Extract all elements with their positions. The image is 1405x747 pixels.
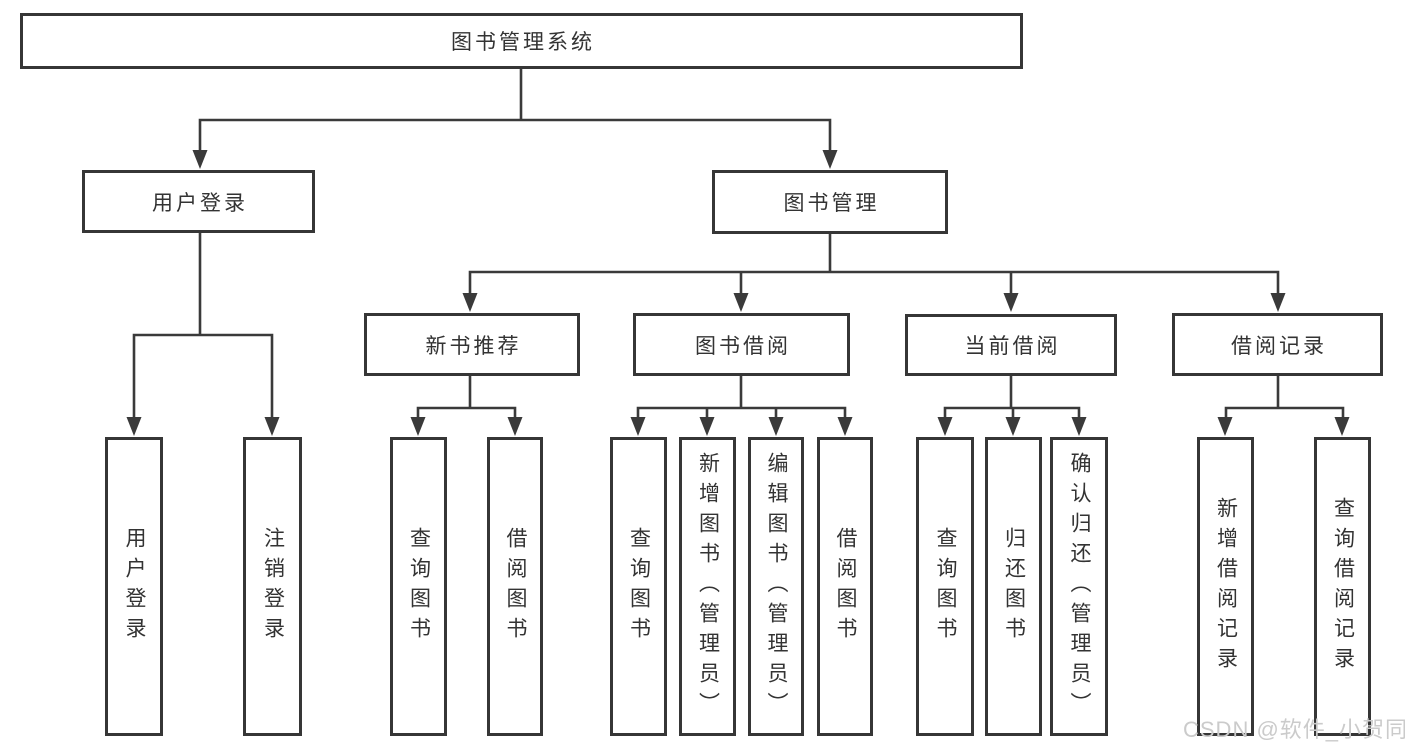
leaf-logout: 注销登录 <box>243 437 302 736</box>
leaf-br-add-record: 新增借阅记录 <box>1197 437 1254 736</box>
node-label: 图书管理 <box>783 192 880 215</box>
leaf-nbr-query-books: 查询图书 <box>390 437 447 736</box>
arrowhead-icon <box>1005 417 1021 436</box>
node-borrowing-records: 借阅记录 <box>1172 313 1383 376</box>
node-current-borrowing: 当前借阅 <box>905 314 1117 376</box>
arrowhead-icon <box>630 417 646 436</box>
leaf-bb-borrow-books: 借阅图书 <box>817 437 873 736</box>
arrowhead-icon <box>1217 417 1233 436</box>
leaf-cb-confirm-return-admin: 确认归还（管理员） <box>1050 437 1108 736</box>
node-label: 注销登录 <box>261 526 285 647</box>
node-label: 用户登录 <box>123 526 146 647</box>
leaf-bb-query-books: 查询图书 <box>610 437 667 736</box>
leaf-cb-query-books: 查询图书 <box>916 437 974 736</box>
leaf-cb-return-books: 归还图书 <box>985 437 1042 736</box>
node-book-borrowing: 图书借阅 <box>633 313 850 376</box>
arrowhead-icon <box>937 417 953 436</box>
node-label: 编辑图书（管理员） <box>765 451 788 722</box>
node-label: 用户登录 <box>152 191 248 215</box>
arrowhead-icon <box>1071 417 1087 436</box>
arrowhead-icon <box>192 150 208 169</box>
leaf-bb-add-books-admin: 新增图书（管理员） <box>679 437 736 736</box>
arrowhead-icon <box>410 417 426 436</box>
leaf-nbr-borrow-books: 借阅图书 <box>487 437 543 736</box>
node-label: 新增借阅记录 <box>1214 496 1238 677</box>
node-label: 借阅图书 <box>504 526 527 647</box>
arrowhead-icon <box>126 417 142 436</box>
node-label: 查询图书 <box>407 526 431 647</box>
arrowhead-icon <box>1270 293 1286 312</box>
arrowhead-icon <box>264 417 280 436</box>
node-label: 图书管理系统 <box>451 31 595 54</box>
watermark: CSDN @软件_小贺同学 <box>1183 717 1405 742</box>
node-label: 图书借阅 <box>695 334 791 358</box>
node-label: 当前借阅 <box>964 335 1061 358</box>
leaf-bb-edit-books-admin: 编辑图书（管理员） <box>748 437 804 736</box>
node-user-login: 用户登录 <box>82 170 315 233</box>
leaf-user-login: 用户登录 <box>105 437 163 736</box>
node-label: 借阅记录 <box>1231 334 1327 358</box>
arrowhead-icon <box>1003 293 1019 312</box>
node-book-management: 图书管理 <box>712 170 948 234</box>
node-label: 查询图书 <box>934 526 957 647</box>
arrowhead-icon <box>1334 417 1350 436</box>
node-label: 新书推荐 <box>425 334 522 358</box>
arrowhead-icon <box>507 417 523 436</box>
arrowhead-icon <box>699 417 715 436</box>
arrowhead-icon <box>768 417 784 436</box>
node-label: 查询图书 <box>627 526 651 647</box>
node-new-book-recommend: 新书推荐 <box>364 313 580 376</box>
node-label: 新增图书（管理员） <box>696 451 720 722</box>
node-label: 确认归还（管理员） <box>1068 451 1091 722</box>
node-label: 查询借阅记录 <box>1331 496 1355 677</box>
arrowhead-icon <box>733 293 749 312</box>
leaf-br-query-record: 查询借阅记录 <box>1314 437 1371 736</box>
node-label: 归还图书 <box>1002 526 1026 647</box>
arrowhead-icon <box>837 417 853 436</box>
node-label: 借阅图书 <box>834 526 857 647</box>
arrowhead-icon <box>462 293 478 312</box>
node-root: 图书管理系统 <box>20 13 1023 69</box>
arrowhead-icon <box>822 150 838 169</box>
